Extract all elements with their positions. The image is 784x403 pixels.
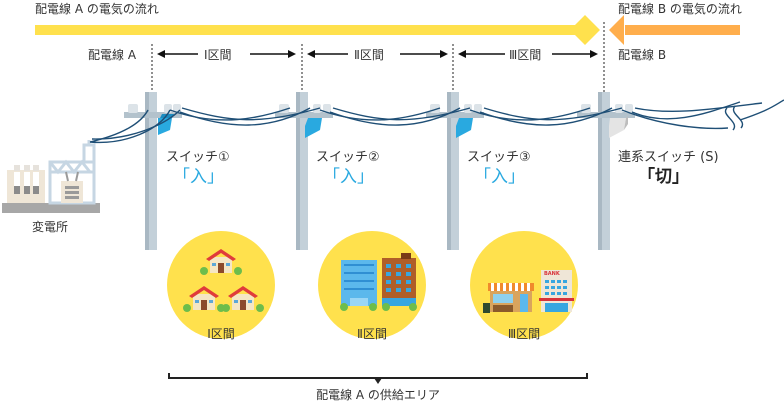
- flow-b-label: 配電線 B の電気の流れ: [618, 2, 742, 16]
- power-wires: [89, 99, 784, 144]
- supply-area-label: 配電線 A の供給エリア: [316, 388, 440, 402]
- switch-1-state: 「入」: [173, 167, 224, 187]
- line-a-label: 配電線 A: [88, 48, 137, 62]
- substation-icon: [2, 140, 100, 213]
- office-buildings-icon: [340, 253, 417, 311]
- supply-area-bracket: [168, 373, 588, 384]
- houses-icon: [183, 249, 264, 312]
- area-1-label: Ⅰ区間: [207, 327, 235, 341]
- substation-label: 変電所: [32, 220, 69, 234]
- area-2-label: Ⅱ区間: [357, 327, 387, 341]
- flow-a-label: 配電線 A の電気の流れ: [35, 2, 159, 16]
- interconnect-switch-name: 連系スイッチ (S): [618, 150, 719, 165]
- section-1-label: Ⅰ区間: [204, 48, 232, 62]
- switch-2-name: スイッチ②: [316, 150, 380, 165]
- switch-2-state: 「入」: [323, 167, 374, 187]
- bank-sign: BANK: [544, 271, 560, 277]
- area-3-label: Ⅲ区間: [507, 327, 541, 341]
- shop-and-bank-icon: [483, 270, 574, 313]
- interconnect-switch-state: 「切」: [638, 167, 689, 187]
- flow-arrow-b: [609, 15, 740, 45]
- switch-1-name: スイッチ①: [166, 150, 230, 165]
- section-dividers: [151, 22, 605, 92]
- switch-3-name: スイッチ③: [467, 150, 531, 165]
- utility-poles: [124, 92, 635, 250]
- flow-arrow-a: [35, 15, 600, 45]
- line-b-label: 配電線 B: [618, 48, 667, 62]
- section-arrows: [157, 50, 598, 58]
- pole-3: [426, 92, 484, 250]
- pole-4: [577, 92, 635, 250]
- section-2-label: Ⅱ区間: [354, 48, 384, 62]
- switch-3-state: 「入」: [474, 167, 525, 187]
- section-3-label: Ⅲ区間: [509, 48, 542, 62]
